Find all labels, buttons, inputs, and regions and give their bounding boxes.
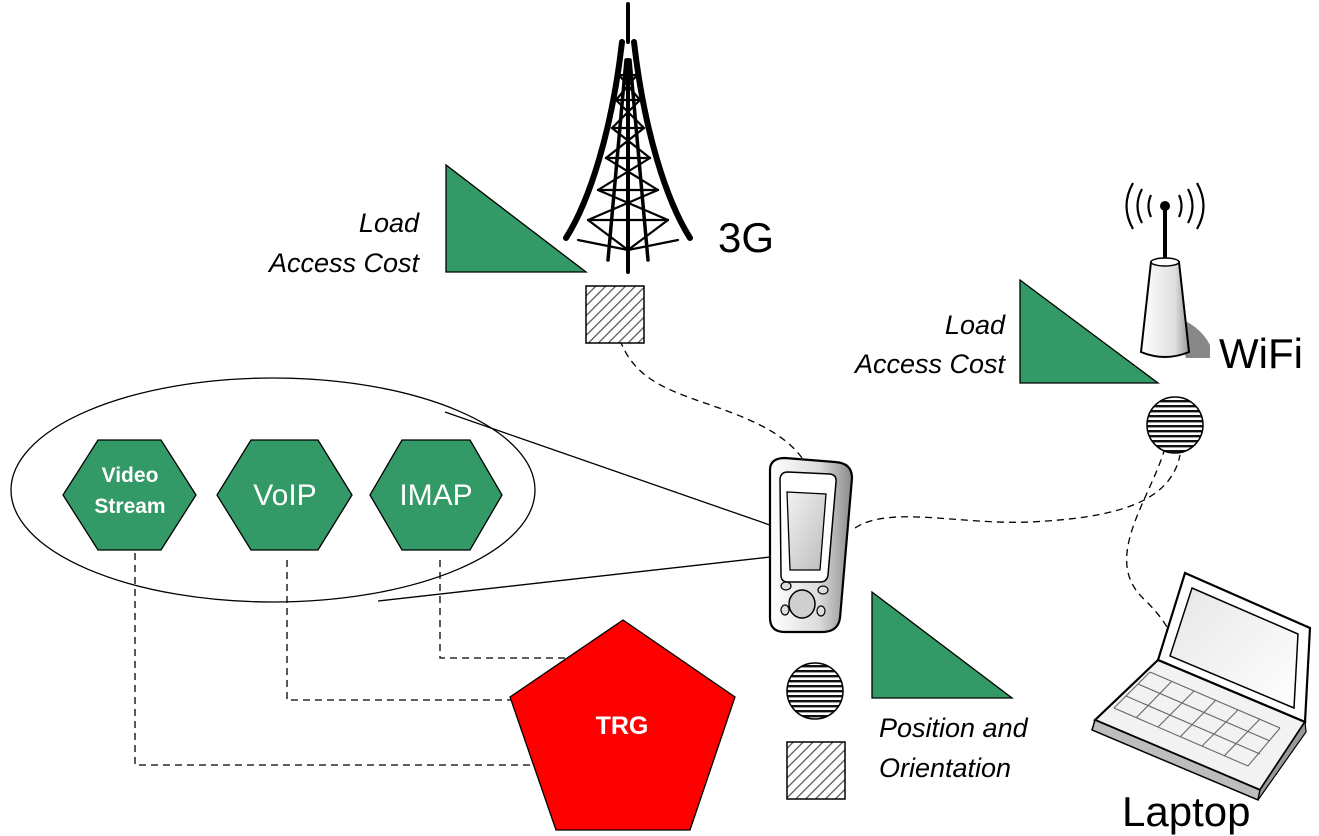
service-imap: IMAP — [369, 439, 503, 551]
trg-pentagon: TRG — [509, 619, 736, 831]
tower-metric-line2: Access Cost — [267, 248, 421, 278]
wifi-metric-line1: Load — [945, 310, 1006, 340]
trg-label: TRG — [596, 712, 649, 740]
striped-circle-icon — [786, 662, 844, 720]
wifi-label: WiFi — [1219, 330, 1303, 377]
device-metric-line2: Orientation — [879, 753, 1011, 783]
link-device-to-wifi — [854, 454, 1181, 529]
hatched-square-icon — [786, 741, 846, 800]
tower-metric-line1: Load — [359, 208, 420, 238]
service-video-stream: Video Stream — [62, 439, 197, 551]
link-voip-to-trg — [286, 560, 520, 701]
link-imap-to-trg — [439, 560, 575, 659]
video-label-line1: Video — [102, 464, 159, 487]
wifi-metric-triangle — [1019, 278, 1160, 384]
service-voip: VoIP — [216, 439, 353, 551]
link-3g-to-device — [619, 339, 806, 463]
voip-label: VoIP — [253, 479, 316, 512]
wifi-metric-line2: Access Cost — [853, 349, 1007, 379]
wifi-router-icon — [1125, 182, 1210, 358]
device-metric-line1: Position and — [879, 713, 1029, 743]
tower-label: 3G — [718, 214, 774, 261]
video-label-line2: Stream — [94, 495, 165, 518]
tower-metric-triangle — [445, 163, 588, 273]
device-metric-triangle — [871, 590, 1014, 699]
connection-lines — [134, 339, 1181, 766]
service-ellipse — [10, 377, 536, 603]
tower-icon — [563, 2, 693, 274]
imap-label: IMAP — [399, 479, 472, 512]
striped-circle-icon — [1146, 396, 1204, 454]
service-group: Video Stream VoIP IMAP — [10, 377, 814, 603]
laptop-label: Laptop — [1122, 788, 1250, 835]
hatched-square-icon — [585, 285, 645, 344]
laptop-icon — [1091, 571, 1312, 802]
pda-icon — [768, 456, 854, 634]
link-wifi-to-laptop — [1126, 447, 1173, 659]
link-video-to-trg — [134, 553, 530, 766]
